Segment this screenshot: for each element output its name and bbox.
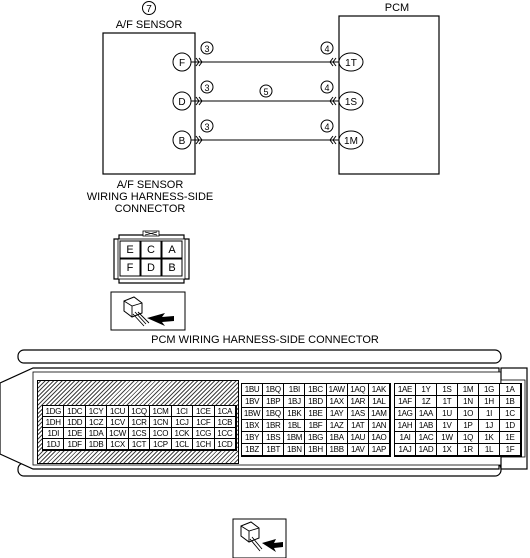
pcm-label: PCM	[385, 2, 409, 14]
af-pin-cell	[140, 258, 162, 277]
callout-right	[320, 80, 334, 94]
pcm-pin-circle	[338, 52, 364, 72]
pcm-cavity-cell: 1BZ	[241, 443, 264, 456]
af-pin-label: A	[168, 244, 176, 256]
af-pin-label: E	[126, 244, 133, 256]
pcm-cavity-cell: 1BH	[304, 443, 327, 456]
af-pin-cell	[140, 240, 162, 259]
callout-right	[320, 119, 334, 133]
pcm-cavity-cell: 1CL	[170, 438, 194, 450]
pcm-cavity-cell: 1AV	[346, 443, 369, 456]
connector-mark	[195, 96, 200, 106]
connector-mark	[332, 96, 337, 106]
sensor-label: A/F SENSOR	[116, 19, 183, 31]
pcm-view-direction-symbol	[232, 518, 287, 558]
pcm-pin-circle	[338, 91, 364, 111]
af-connector-title: A/F SENSOR WIRING HARNESS-SIDE CONNECTOR	[70, 179, 230, 215]
sensor-pin-circle	[172, 130, 192, 150]
connector-mark	[332, 135, 337, 145]
callout-left-text: 3	[204, 83, 209, 93]
callout-mid-text: 5	[263, 87, 268, 97]
pcm-pin-circle	[338, 130, 364, 150]
af-pin-label: F	[127, 262, 134, 274]
pcm-cavity-cell: 1DF	[63, 438, 86, 450]
pcm-cavity-cell: 1AP	[367, 443, 390, 456]
af-pin-cell	[161, 240, 183, 259]
callout-right-text: 4	[324, 44, 329, 54]
pcm-cavity-cell: 1X	[436, 443, 458, 456]
sensor-pin-label: D	[178, 97, 185, 108]
af-connector-title-line: A/F SENSOR	[116, 179, 184, 191]
af-connector-title-line: CONNECTOR	[114, 203, 186, 215]
sensor-pin-label: F	[179, 58, 185, 69]
connector-mark	[198, 96, 203, 106]
connector-mark	[198, 135, 203, 145]
sensor-pin-label: B	[179, 136, 186, 147]
wire-row: D 1S 3 4 5	[172, 80, 364, 111]
sensor-pin-circle	[172, 52, 192, 72]
pcm-cavity-cell: 1CT	[127, 438, 151, 450]
af-pin-label: B	[168, 262, 175, 274]
pcm-cavity-cell: 1CD	[213, 438, 236, 450]
pcm-cavity-cell: 1CP	[149, 438, 172, 450]
callout-left	[200, 119, 214, 133]
af-pin-cell	[119, 240, 141, 259]
connector-mark	[195, 57, 200, 67]
pcm-pin-label: 1T	[345, 58, 357, 69]
connector-mark	[329, 135, 334, 145]
connector-mark	[329, 96, 334, 106]
pcm-cavity-cell: 1F	[499, 443, 521, 456]
sensor-pin-circle	[172, 91, 192, 111]
pcm-cavity-cell: 1BN	[283, 443, 306, 456]
wire-row: B 1M 3 4	[172, 119, 364, 150]
wire-row: F 1T 3 4	[172, 41, 364, 72]
connector-mark	[332, 57, 337, 67]
callout-sensor	[142, 1, 156, 15]
af-pin-cell	[119, 258, 141, 277]
connector-mark	[195, 135, 200, 145]
connector-mark	[329, 57, 334, 67]
pcm-cavity-cell: 1CH	[192, 438, 215, 450]
pcm-cavity-cell: 1DB	[84, 438, 108, 450]
af-pin-label: C	[147, 244, 155, 256]
af-pin-cell	[161, 258, 183, 277]
af-pin-label: D	[147, 262, 155, 274]
callout-right-text: 4	[324, 83, 329, 93]
callout-sensor-text: 7	[146, 4, 152, 15]
pcm-cavity-cell: 1R	[457, 443, 479, 456]
callout-left	[200, 80, 214, 94]
view-direction-symbol	[110, 291, 186, 331]
callout-mid	[259, 84, 273, 98]
callout-left-text: 3	[204, 122, 209, 132]
pcm-cavity-cell: 1BB	[325, 443, 348, 456]
pcm-pin-label: 1S	[345, 97, 358, 108]
pcm-cavity-cell: 1CX	[106, 438, 129, 450]
callout-right	[320, 41, 334, 55]
pcm-pin-label: 1M	[344, 136, 358, 147]
connector-mark	[198, 57, 203, 67]
af-connector-title-line: WIRING HARNESS-SIDE	[86, 191, 214, 203]
callout-right-text: 4	[324, 122, 329, 132]
pcm-cavity-cell: 1AJ	[394, 443, 416, 456]
pcm-cavity-cell: 1AD	[415, 443, 437, 456]
pcm-cavity-cell: 1BT	[262, 443, 285, 456]
pcm-connector-title: PCM WIRING HARNESS-SIDE CONNECTOR	[151, 334, 379, 346]
pcm-cavity-cell: 1L	[478, 443, 500, 456]
pcm-cavity-cell: 1DJ	[42, 438, 65, 450]
af-connector-pins: E C A F D B	[119, 240, 183, 277]
callout-left-text: 3	[204, 44, 209, 54]
callout-left	[200, 41, 214, 55]
